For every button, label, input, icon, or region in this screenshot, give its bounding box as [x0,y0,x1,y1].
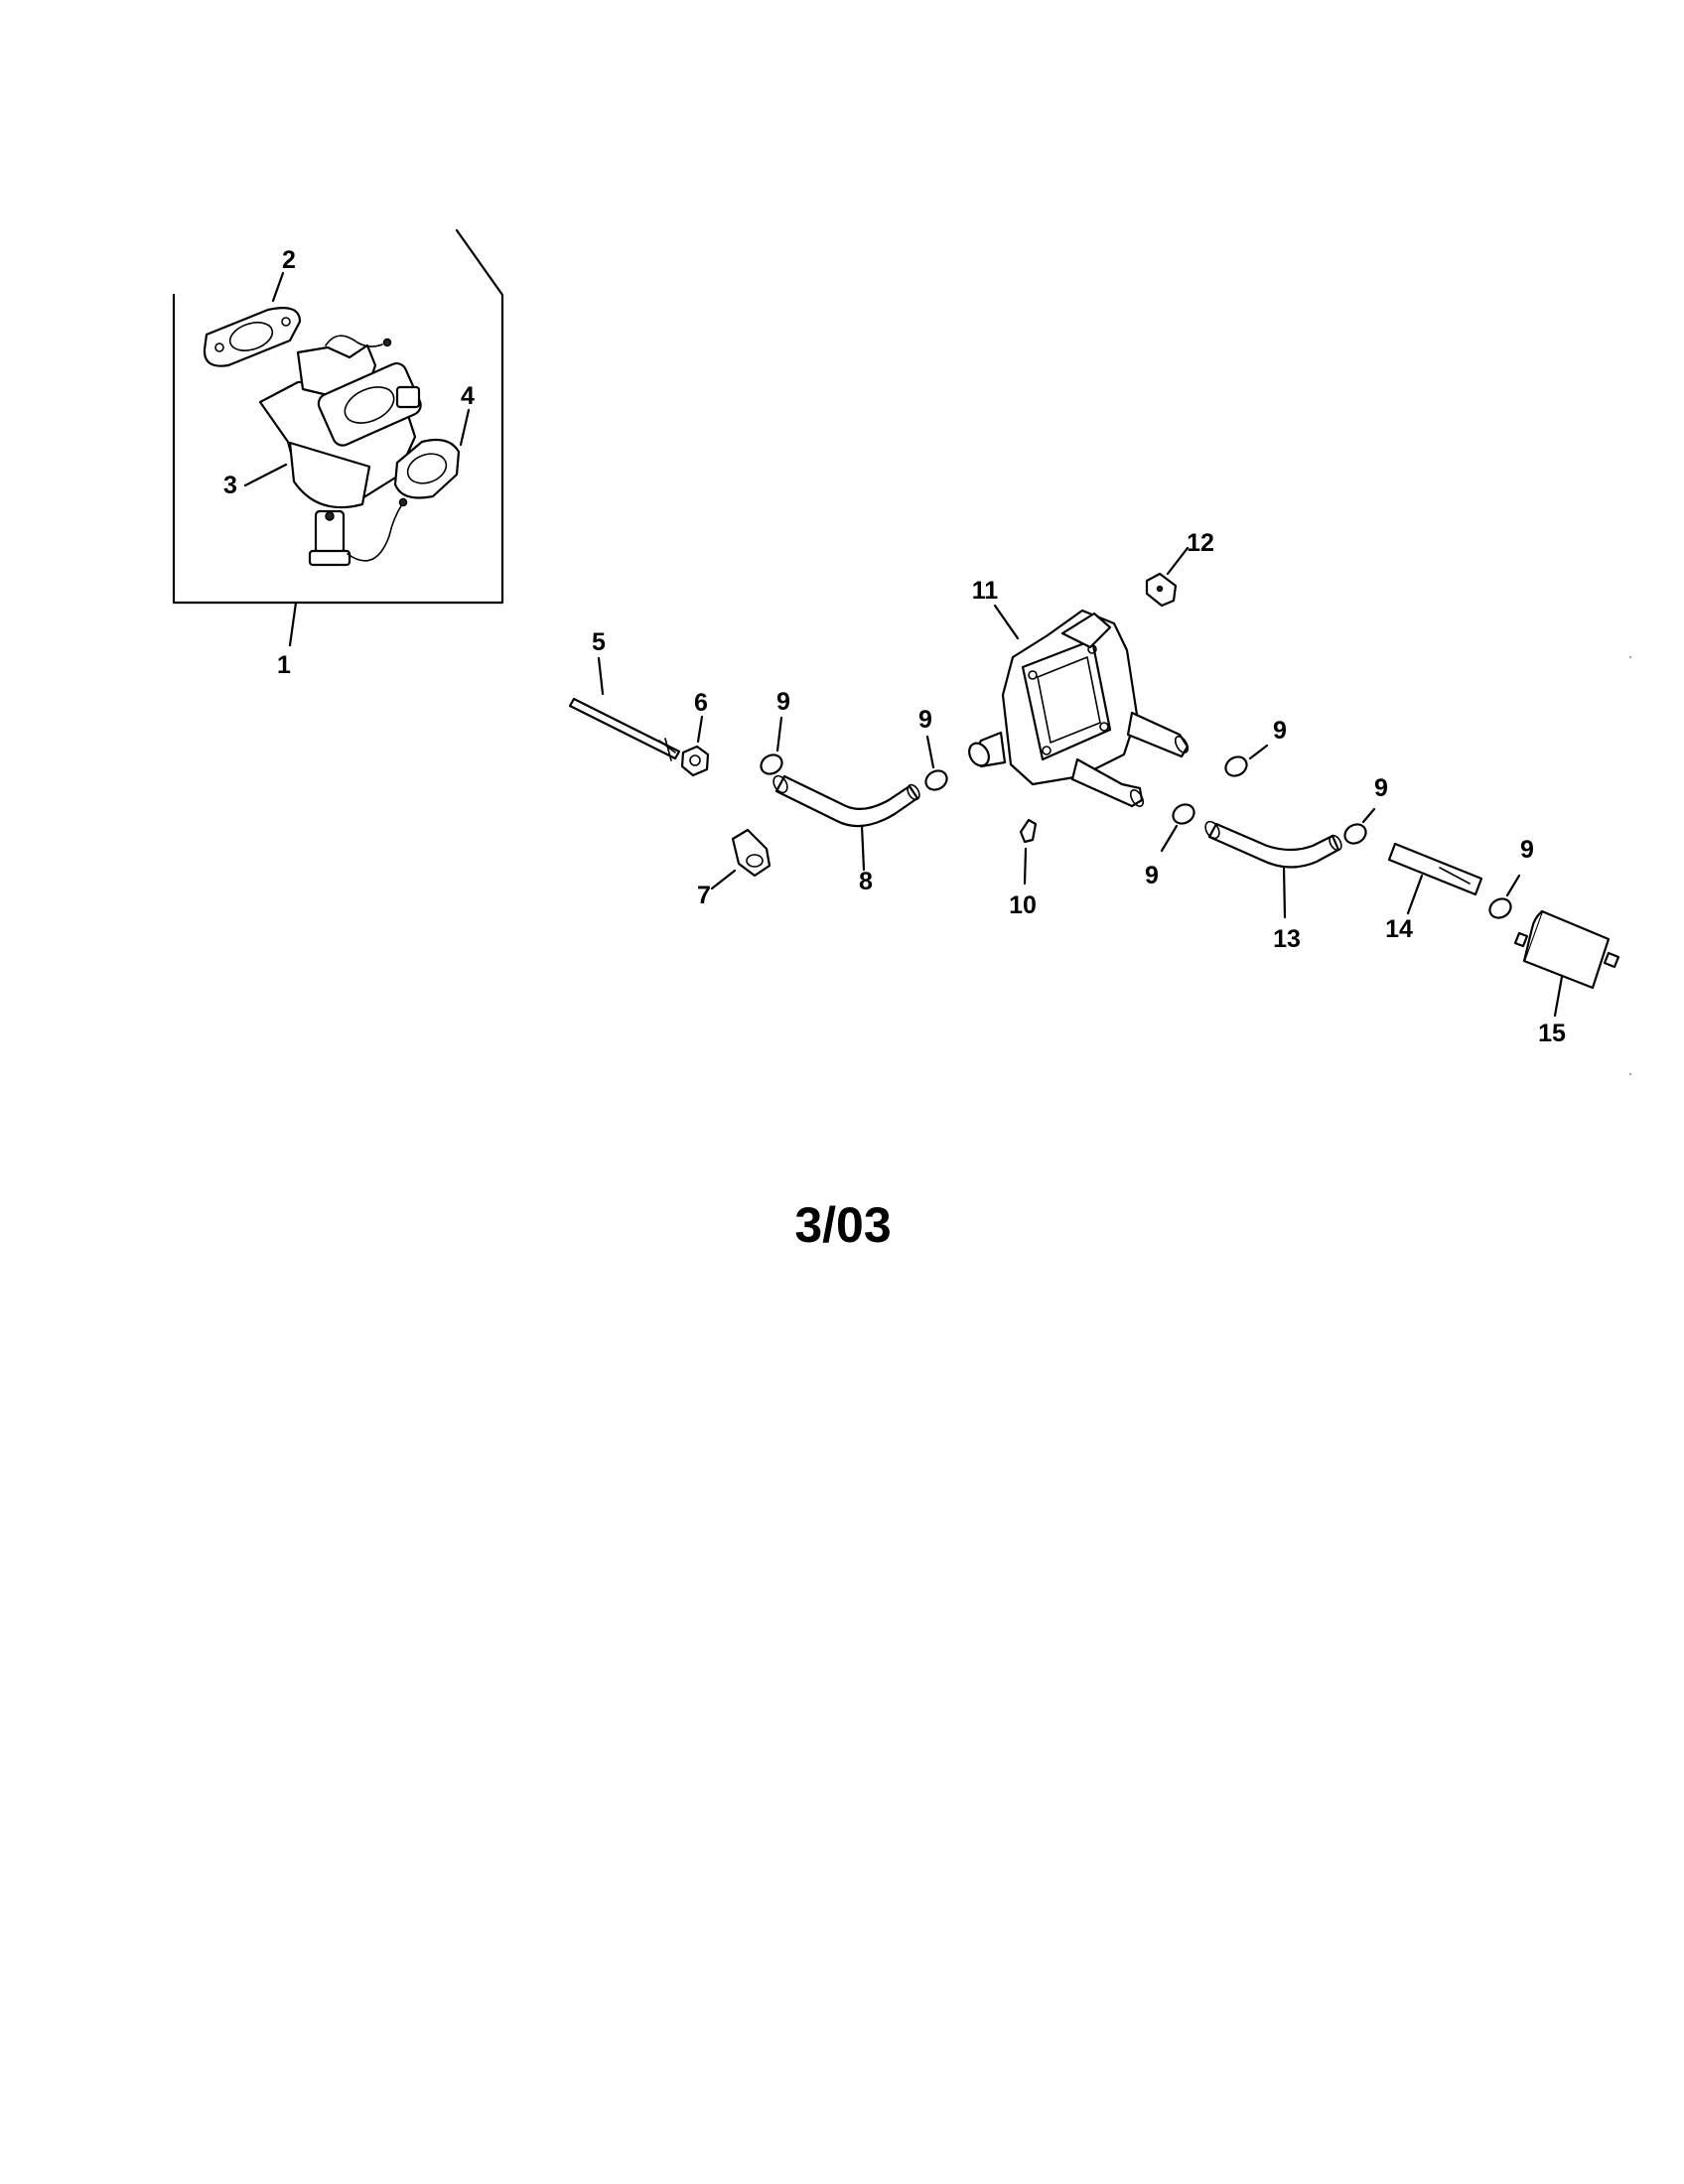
callout-11: 11 [972,577,999,605]
fitting-part [1019,818,1038,886]
callout-5: 5 [592,628,606,656]
gasket-part [393,408,471,499]
callout-9: 9 [918,706,932,734]
callout-14: 14 [1385,915,1413,943]
hose-clamp-part [760,716,783,775]
fuel-hose-part [772,774,920,872]
date-stamp: 3/03 [794,1197,891,1253]
clip-part [710,828,772,890]
hose-clamp-part [1160,803,1195,853]
fuel-hose-part [1204,820,1342,919]
callout-15: 15 [1538,1020,1566,1047]
callout-9: 9 [1145,862,1159,889]
callout-8: 8 [859,868,873,895]
carburetor-part [243,335,422,567]
fuel-line-part [1387,842,1483,915]
carburetor-assembly-inset [172,228,504,647]
hose-clamp-part [1224,744,1269,777]
callout-7: 7 [697,882,711,909]
fuel-pump-part [968,604,1190,808]
callout-12: 12 [1187,529,1214,557]
hose-clamp-part [1343,807,1376,845]
callout-10: 10 [1009,891,1037,919]
gasket-part [203,271,302,367]
nut-part [680,715,710,777]
callout-9: 9 [1374,774,1388,802]
fuel-filter-part [1513,909,1620,1018]
callout-9: 9 [776,688,790,716]
scan-speck [1629,656,1631,658]
scan-speck [1629,1073,1631,1075]
hose-clamp-part [1488,874,1521,919]
valve-part [1145,546,1190,608]
callout-1: 1 [277,651,291,679]
callout-3: 3 [223,472,237,499]
hose-clamp-part [924,735,948,791]
callout-4: 4 [461,382,475,410]
callout-2: 2 [282,246,296,274]
callout-13: 13 [1273,925,1301,953]
callout-6: 6 [694,689,708,717]
stud-part [568,656,681,761]
callout-9: 9 [1273,717,1287,745]
callout-9: 9 [1520,836,1534,864]
